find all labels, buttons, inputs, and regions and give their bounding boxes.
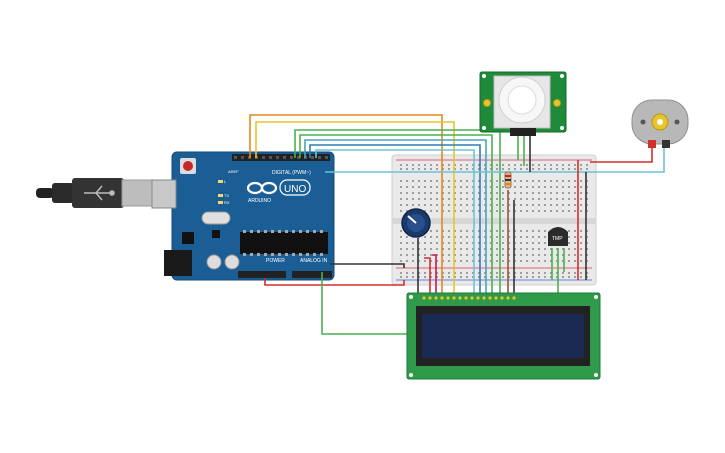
dc-motor[interactable] — [631, 99, 689, 148]
crystal-oscillator — [201, 211, 231, 225]
pir-trimmer[interactable] — [483, 99, 491, 107]
led-tx-label: TX — [224, 193, 229, 198]
led-l-label: L — [224, 179, 227, 184]
uno-badge — [279, 179, 311, 196]
wire-green-2 — [299, 134, 493, 295]
wire-analog — [321, 272, 408, 335]
led-rx-label: RX — [224, 200, 230, 205]
wire-cyan — [315, 149, 475, 295]
digital-header — [232, 154, 330, 161]
breadboard-center-channel — [392, 218, 596, 224]
pir-trimmer[interactable] — [553, 99, 561, 107]
led-l — [218, 180, 223, 183]
wire-orange — [249, 114, 443, 295]
uno-logo-text: UNO — [284, 184, 306, 195]
wires — [249, 114, 665, 335]
lcd-screen — [422, 314, 584, 358]
reset-button-cap[interactable] — [183, 161, 193, 171]
digital-label: DIGITAL (PWM~) — [272, 170, 311, 176]
arduino-infinity-logo — [246, 181, 278, 195]
arduino-uno-board[interactable]: AREF DIGITAL (PWM~) L TX RX UNO ARDUINO — [151, 151, 335, 281]
analog-label: ANALOG IN — [300, 258, 328, 264]
wire-cyan-motor — [325, 148, 665, 173]
capacitor — [206, 254, 222, 270]
wire-blue-1 — [304, 139, 487, 295]
capacitor — [224, 254, 240, 270]
usb-icon — [84, 185, 115, 201]
wire-red-motor — [590, 148, 653, 163]
wire-yellow — [255, 121, 455, 295]
potentiometer[interactable] — [401, 208, 431, 238]
led-rx — [218, 201, 223, 204]
usb-cable — [36, 178, 153, 208]
power-header — [238, 271, 286, 278]
pir-pins — [510, 128, 536, 136]
potentiometer-knob-indicator — [407, 215, 417, 224]
tmp-label: TMP — [552, 236, 563, 242]
wire-gnd — [330, 263, 405, 268]
lcd-header-pins — [422, 296, 516, 300]
lcd-16x2-display[interactable] — [406, 292, 601, 380]
wire-blue-2 — [309, 144, 481, 295]
pir-motion-sensor[interactable] — [479, 71, 567, 136]
small-chip — [182, 232, 194, 244]
power-label: POWER — [266, 258, 285, 264]
arduino-brand: ARDUINO — [248, 198, 271, 204]
analog-header — [292, 271, 332, 278]
wire-green-1 — [294, 129, 501, 295]
aref-label: AREF — [228, 169, 239, 174]
atmega-chip — [240, 232, 328, 254]
temperature-sensor[interactable]: TMP — [548, 227, 568, 246]
led-tx — [218, 194, 223, 197]
resistor — [504, 171, 512, 189]
wire-5v — [264, 278, 405, 286]
